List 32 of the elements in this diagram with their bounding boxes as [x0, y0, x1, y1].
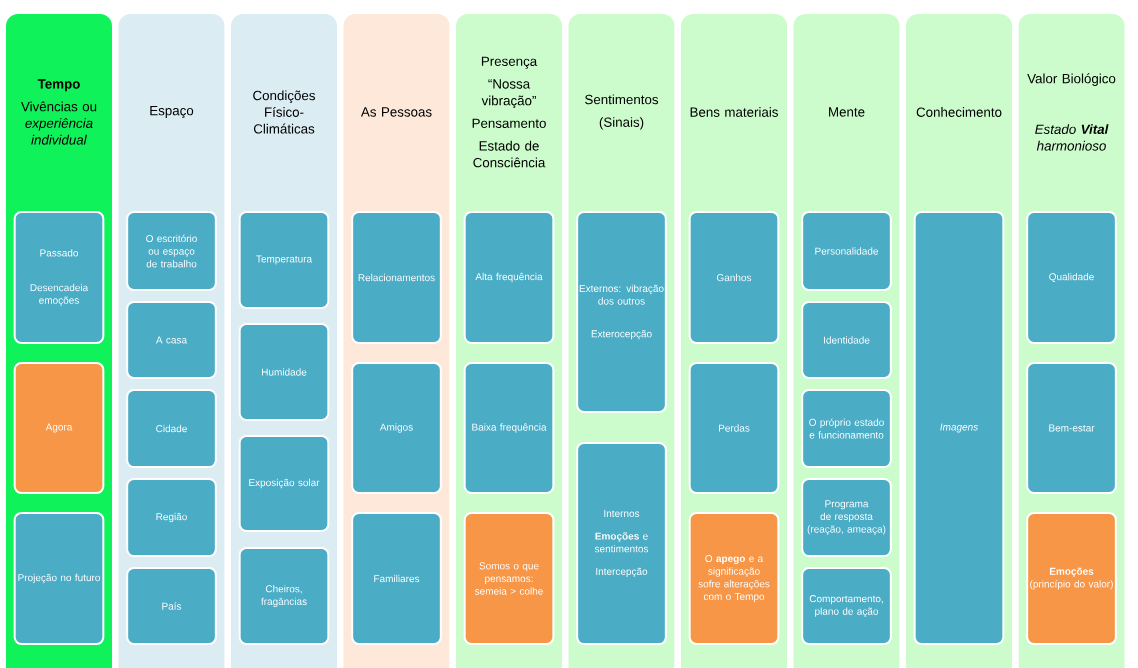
category-box: O apego e a significação sofre alterações com o Tempo — [688, 512, 780, 645]
category-box: Somos o que pensamos: semeia > colhe — [463, 512, 555, 645]
category-box: Relacionamentos — [351, 211, 442, 344]
category-box: Baixa frequência — [463, 362, 555, 494]
category-box: País — [126, 567, 217, 645]
category-box: Agora — [13, 362, 105, 494]
category-box: Projeção no futuro — [13, 512, 105, 645]
category-box: Cidade — [126, 388, 217, 469]
category-box: Região — [126, 478, 217, 558]
category-box: Perdas — [688, 362, 780, 494]
category-box: Amigos — [351, 362, 442, 494]
category-box: Alta frequência — [463, 211, 555, 344]
category-box: Temperatura — [238, 211, 330, 309]
category-box: Qualidade — [1026, 211, 1117, 344]
category-box: Identidade — [801, 301, 892, 379]
category-box: Emoções (princípio do valor) — [1026, 512, 1117, 645]
category-box: Personalidade — [801, 211, 892, 291]
category-box: Internos Emoções e sentimentos Intercepção — [576, 441, 667, 646]
category-box: Bem-estar — [1026, 362, 1117, 494]
category-box: Cheiros, fragâncias — [238, 547, 330, 645]
category-box: O escritório ou espaço de trabalho — [126, 211, 217, 291]
category-box: Imagens — [913, 211, 1005, 645]
category-box: O próprio estado e funcionamento — [801, 388, 892, 469]
category-box: Ganhos — [688, 211, 780, 344]
category-box: Humidade — [238, 323, 330, 421]
category-box: Externos: vibração dos outros Exterocepção — [576, 211, 667, 413]
category-box: Programa de resposta (reação, ameaça) — [801, 478, 892, 558]
category-box: Exposição solar — [238, 435, 330, 532]
category-box: Passado Desencadeia emoções — [13, 211, 105, 344]
category-box: A casa — [126, 301, 217, 379]
category-box: Familiares — [351, 512, 442, 645]
category-box: Comportamento, plano de ação — [801, 567, 892, 645]
